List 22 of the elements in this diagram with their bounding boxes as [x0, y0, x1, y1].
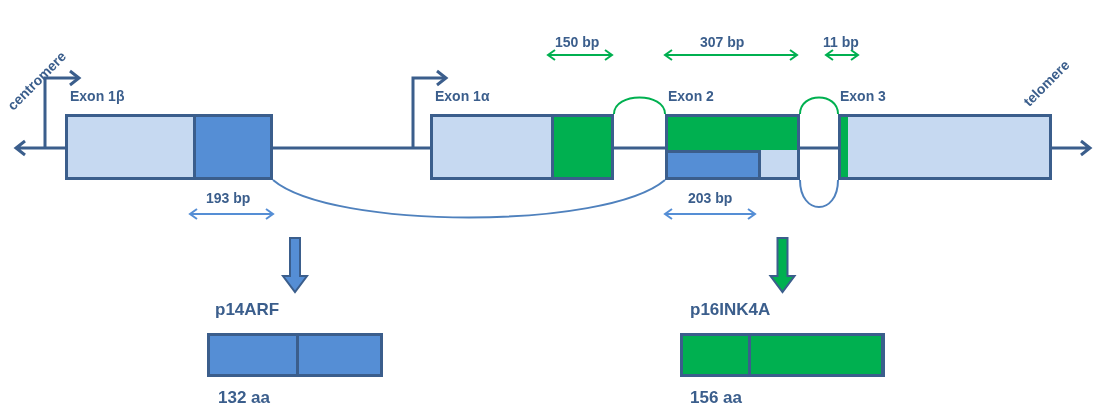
chromosome-line — [614, 146, 665, 150]
protein-length: 132 aa — [218, 390, 270, 406]
block-arrow — [768, 237, 797, 294]
protein-length: 156 aa — [690, 390, 742, 406]
protein-name: p16INK4A — [690, 302, 771, 318]
splice-arc — [272, 179, 666, 219]
exon-label: Exon 2 — [668, 88, 714, 104]
splice-arc — [613, 96, 666, 115]
chromosome-line — [13, 139, 67, 157]
chromosome-line — [1050, 139, 1093, 157]
dimension-label: 11 bp — [823, 34, 859, 50]
splice-arc — [799, 96, 839, 115]
chromosome-line — [273, 146, 430, 150]
exon-label: Exon 1α — [435, 88, 490, 104]
exon-label: Exon 1β — [70, 88, 125, 104]
protein-name: p14ARF — [215, 302, 280, 318]
splice-arc — [799, 179, 839, 208]
exon-label: Exon 3 — [840, 88, 886, 104]
block-arrow — [281, 237, 309, 294]
chromosome-line — [800, 146, 838, 150]
dimension-label: 307 bp — [700, 34, 745, 50]
dimension-label: 150 bp — [555, 34, 600, 50]
